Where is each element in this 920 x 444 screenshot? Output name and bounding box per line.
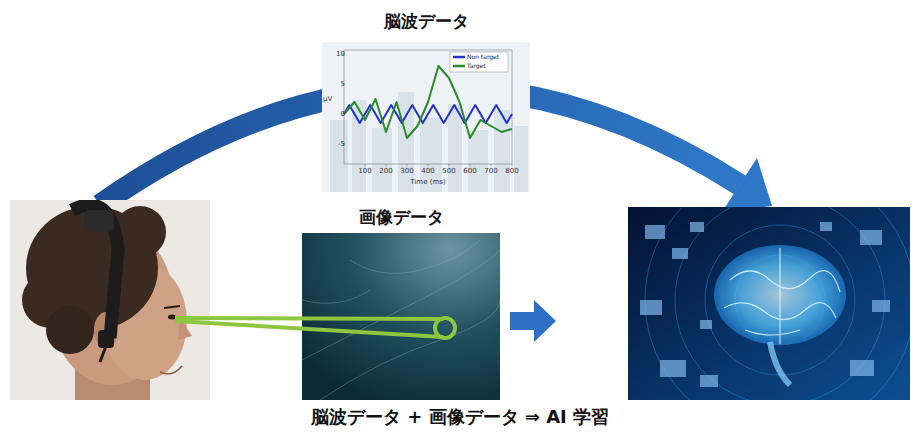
person-photo — [10, 200, 210, 400]
axis-tick: 400 — [416, 167, 440, 175]
axis-tick: 700 — [479, 167, 503, 175]
axis-tick: -5 — [326, 140, 345, 148]
legend-text: Target — [467, 62, 486, 69]
ai-brain-picture — [628, 207, 910, 400]
axis-tick: 10 — [326, 50, 345, 58]
axis-title: μV — [323, 95, 339, 103]
axis-tick: 5 — [326, 80, 345, 88]
image-data-box: 画像データ — [302, 233, 500, 400]
heading-label: 画像データ — [300, 206, 502, 228]
axis-tick: 200 — [374, 167, 398, 175]
legend-text: Non target — [467, 53, 499, 60]
heading-label: 脳波データ — [320, 10, 532, 32]
gaze-line — [175, 318, 455, 338]
caption: 脳波データ + 画像データ ⇒ AI 学習 — [0, 405, 920, 429]
axis-tick: 800 — [500, 167, 524, 175]
axis-tick: 600 — [458, 167, 482, 175]
axis-tick: 0 — [326, 110, 345, 118]
axis-tick: 100 — [353, 167, 377, 175]
axis-title: Time (ms) — [396, 178, 460, 186]
axis-tick: 500 — [437, 167, 461, 175]
eeg-chart — [322, 42, 530, 192]
axis-tick: 300 — [395, 167, 419, 175]
block-arrow — [510, 300, 556, 342]
image-panel — [302, 233, 500, 400]
